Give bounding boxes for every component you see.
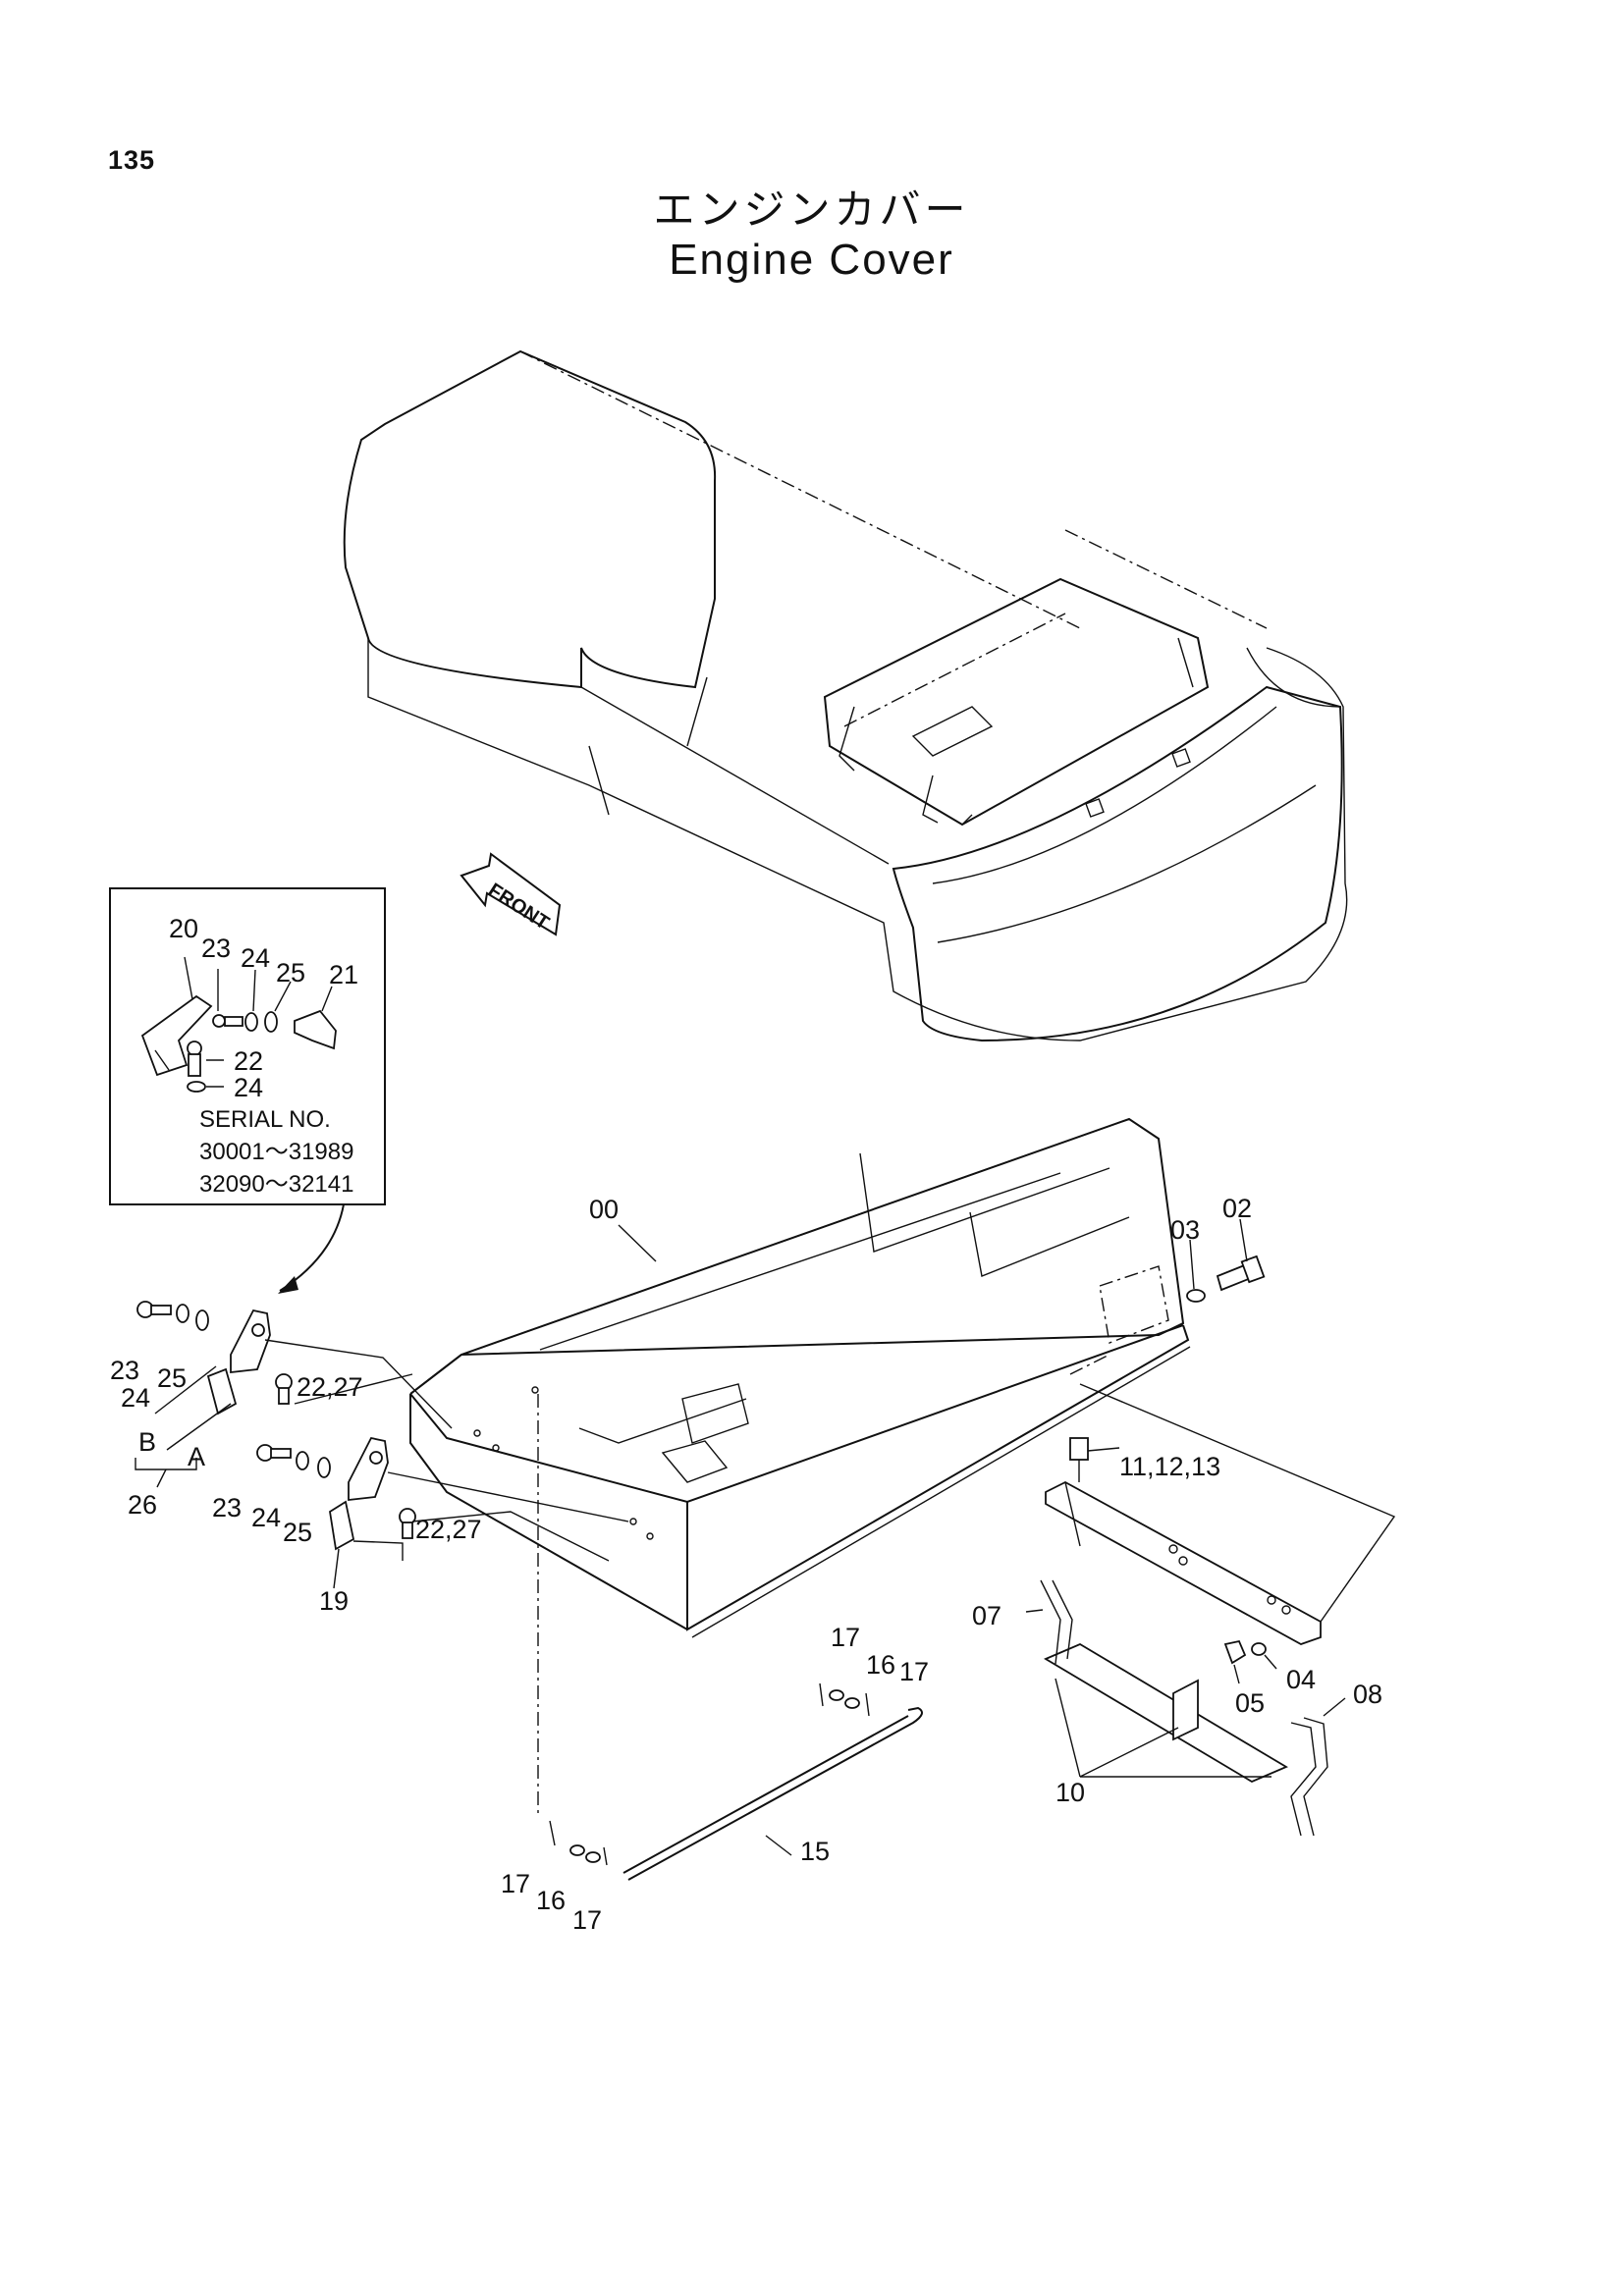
callout-02: 02 (1222, 1194, 1252, 1223)
bracket-assembly (1045, 1383, 1396, 1684)
leader-19 (333, 1548, 340, 1589)
inset-arrowhead (278, 1276, 298, 1294)
latch-assembly-26 (136, 1301, 453, 1429)
leader-26 (156, 1468, 167, 1488)
callout-03: 03 (1170, 1215, 1200, 1245)
callout-15: 15 (800, 1837, 830, 1866)
inset-callout-22: 22 (234, 1046, 263, 1076)
inset-callout-23: 23 (201, 934, 231, 963)
callout-17-lower-right: 17 (572, 1905, 602, 1935)
callout-17-lower-left: 17 (501, 1869, 530, 1898)
callout-04: 04 (1286, 1665, 1316, 1694)
callout-23-lower: 23 (212, 1493, 242, 1522)
inset-leader-arrow (279, 1203, 345, 1292)
bolt-02-washer-03 (1186, 1218, 1266, 1303)
title-japanese: エンジンカバー (653, 186, 970, 234)
leader-00 (618, 1224, 657, 1262)
callout-08: 08 (1353, 1680, 1382, 1709)
callout-25-upper: 25 (157, 1363, 187, 1393)
inset-callout-25: 25 (276, 958, 305, 988)
callout-10: 10 (1055, 1778, 1085, 1807)
callout-16-lower: 16 (536, 1886, 566, 1915)
serial-label: SERIAL NO. (199, 1106, 331, 1133)
support-rod-15 (549, 1682, 923, 1881)
serial-range-2: 32090～32141 (199, 1171, 353, 1198)
engine-cover-part-00 (409, 1117, 1191, 1638)
callout-11-12-13: 11,12,13 (1119, 1452, 1220, 1481)
callout-17-upper-right: 17 (899, 1657, 929, 1686)
title-english: Engine Cover (669, 236, 954, 284)
callout-22-27-upper: 22,27 (297, 1372, 363, 1402)
callout-17-upper-left: 17 (831, 1623, 860, 1652)
front-arrow: FRONT (460, 852, 562, 936)
callout-22-27-lower: 22,27 (415, 1515, 482, 1544)
callout-A: A (188, 1442, 205, 1471)
serial-range-1: 30001～31989 (199, 1139, 353, 1165)
callout-23-upper: 23 (110, 1356, 139, 1385)
inset-callout-24: 24 (241, 943, 270, 973)
callout-24-upper: 24 (121, 1383, 150, 1413)
leader-A (166, 1403, 232, 1451)
callout-24-lower: 24 (251, 1503, 281, 1532)
support-frame-10 (1025, 1579, 1346, 1837)
machine-body-outline (343, 349, 1348, 1042)
latch-assembly-19 (256, 1436, 629, 1562)
inset-callout-21: 21 (329, 960, 358, 989)
callout-07: 07 (972, 1601, 1001, 1630)
callout-25-lower: 25 (283, 1518, 312, 1547)
inset-detail-box: 20 23 24 25 21 22 24 SERIAL NO. 30001～31… (109, 887, 386, 1205)
inset-callout-24b: 24 (234, 1073, 263, 1102)
callout-00: 00 (589, 1195, 619, 1224)
callout-05: 05 (1235, 1688, 1265, 1718)
callout-16-upper: 16 (866, 1650, 895, 1680)
callout-26: 26 (128, 1490, 157, 1520)
inset-callout-20: 20 (169, 914, 198, 943)
callout-B: B (138, 1427, 156, 1457)
page-number: 135 (108, 145, 156, 175)
front-label: FRONT (484, 880, 553, 934)
leader-B (154, 1365, 217, 1415)
callout-19: 19 (319, 1586, 349, 1616)
